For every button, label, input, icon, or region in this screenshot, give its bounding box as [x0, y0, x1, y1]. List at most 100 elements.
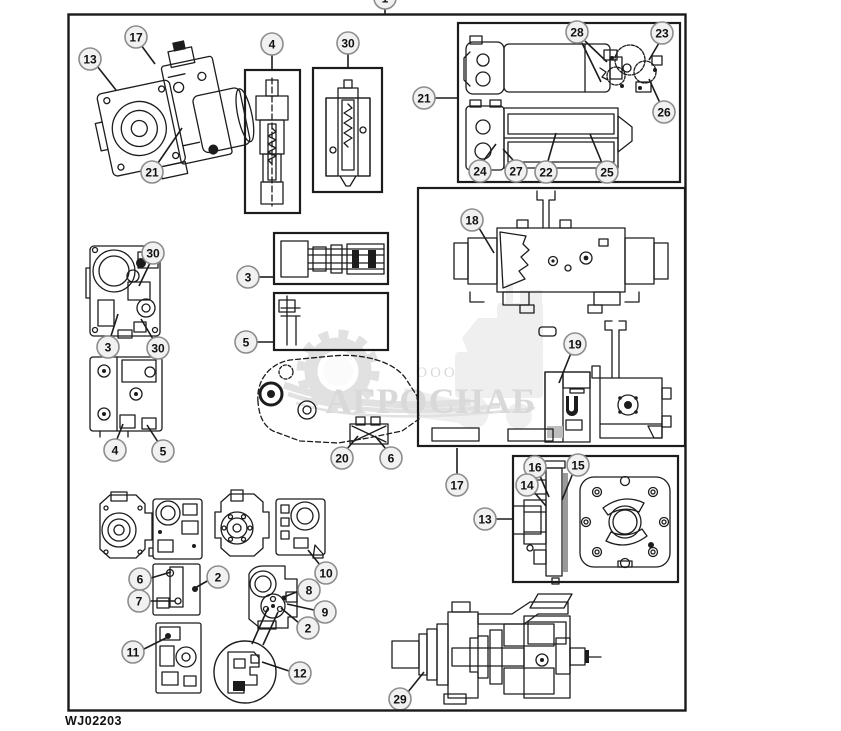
leader-line: [138, 262, 151, 287]
leader-line: [502, 148, 514, 161]
callout-2-housing-left[interactable]: 2: [206, 565, 230, 589]
leader-line: [143, 636, 169, 650]
leader-line: [374, 435, 387, 450]
callout-30-valve-box[interactable]: 30: [336, 31, 360, 55]
callout-3-endview[interactable]: 3: [96, 335, 120, 359]
callout-3-section[interactable]: 3: [236, 265, 260, 289]
svg-text:1: 1: [382, 0, 389, 6]
housing-view-5-drawing: [152, 563, 201, 616]
leader-line: [561, 472, 574, 501]
svg-text:4: 4: [112, 444, 119, 458]
svg-text:21: 21: [145, 166, 159, 180]
svg-text:14: 14: [520, 479, 534, 493]
callout-21-filter-box[interactable]: 21: [412, 86, 436, 110]
leader-line: [157, 127, 183, 164]
callout-4-valve-box[interactable]: 4: [260, 32, 284, 56]
svg-text:19: 19: [568, 338, 582, 352]
callout-17-valve-box[interactable]: 17: [445, 473, 469, 497]
callout-17-fitting[interactable]: 17: [124, 25, 148, 49]
callout-18[interactable]: 18: [460, 208, 484, 232]
callout-7[interactable]: 7: [127, 589, 151, 613]
leader-line: [648, 78, 661, 104]
watermark-org-type: ООО: [416, 365, 458, 381]
svg-text:18: 18: [465, 214, 479, 228]
svg-text:30: 30: [341, 37, 355, 51]
leader-line: [286, 603, 315, 611]
callout-26[interactable]: 26: [652, 100, 676, 124]
housing-view-4-drawing: [275, 498, 326, 559]
callout-15[interactable]: 15: [566, 453, 590, 477]
callout-30-endview-top[interactable]: 30: [141, 241, 165, 265]
callout-13-pump[interactable]: 13: [78, 47, 102, 71]
callout-28[interactable]: 28: [565, 20, 589, 44]
callout-25[interactable]: 25: [595, 160, 619, 184]
callout-9[interactable]: 9: [313, 600, 337, 624]
swoosh-watermark-lines: [282, 381, 536, 418]
leader-line: [262, 611, 279, 646]
svg-text:3: 3: [245, 271, 252, 285]
svg-text:12: 12: [293, 667, 307, 681]
diagram-border: [67, 13, 687, 712]
callout-11[interactable]: 11: [121, 640, 145, 664]
filter-cutaway-drawing: [465, 99, 633, 171]
leader-line: [96, 65, 117, 91]
svg-text:16: 16: [528, 461, 542, 475]
svg-text:25: 25: [600, 166, 614, 180]
leader-line: [140, 318, 154, 340]
callout-5-endview[interactable]: 5: [151, 439, 175, 463]
watermark-company-name: АГРОСНАБ: [326, 381, 537, 421]
callout-22[interactable]: 22: [534, 160, 558, 184]
leader-line: [589, 133, 603, 164]
pump-outline-drawing: [257, 354, 420, 445]
callout-6-center[interactable]: 6: [379, 446, 403, 470]
pilot-valve-19-drawing: [544, 371, 591, 443]
pump-end-view-bottom-drawing: [89, 356, 163, 438]
svg-text:13: 13: [83, 53, 97, 67]
leader-line: [280, 607, 300, 624]
callout-12[interactable]: 12: [288, 661, 312, 685]
svg-text:23: 23: [655, 27, 669, 41]
callout-6-housing[interactable]: 6: [128, 567, 152, 591]
leader-line: [283, 590, 300, 598]
svg-text:7: 7: [136, 595, 143, 609]
callout-14[interactable]: 14: [515, 473, 539, 497]
svg-text:27: 27: [509, 165, 523, 179]
leader-line: [346, 435, 359, 450]
callout-30-endview-bottom[interactable]: 30: [146, 336, 170, 360]
callout-13-plate-box[interactable]: 13: [473, 507, 497, 531]
callout-5-section[interactable]: 5: [234, 330, 258, 354]
svg-text:5: 5: [243, 336, 250, 350]
svg-text:4: 4: [269, 38, 276, 52]
svg-text:8: 8: [306, 584, 313, 598]
svg-text:10: 10: [319, 567, 333, 581]
svg-text:30: 30: [151, 342, 165, 356]
fitting-assembly-drawing: [599, 44, 663, 93]
svg-text:2: 2: [305, 622, 312, 636]
leader-line: [483, 143, 497, 161]
svg-text:24: 24: [473, 165, 487, 179]
callout-4-endview[interactable]: 4: [103, 438, 127, 462]
box-filter-group: [456, 21, 682, 184]
callout-24[interactable]: 24: [468, 159, 492, 183]
callout-1-assembly[interactable]: 1: [373, 0, 397, 10]
pump-assembly-drawing: [94, 40, 255, 180]
callout-8[interactable]: 8: [297, 578, 321, 602]
relief-valve-4-drawing: [255, 77, 289, 207]
leader-line: [251, 607, 269, 645]
callout-20[interactable]: 20: [330, 446, 354, 470]
callout-10[interactable]: 10: [314, 561, 338, 585]
motor-flange-drawing: [579, 475, 671, 569]
callout-19[interactable]: 19: [563, 332, 587, 356]
leader-line: [140, 44, 156, 65]
leader-line: [110, 313, 119, 337]
callout-29[interactable]: 29: [388, 687, 412, 711]
callout-27[interactable]: 27: [504, 159, 528, 183]
box-section-3: [272, 231, 390, 286]
shaft-plate-drawing: [512, 460, 568, 585]
callout-23[interactable]: 23: [650, 21, 674, 45]
callout-21-pump-body[interactable]: 21: [140, 160, 164, 184]
callout-2-housing-right[interactable]: 2: [296, 616, 320, 640]
svg-text:22: 22: [539, 166, 553, 180]
valve-block-19-drawing: [591, 320, 672, 439]
